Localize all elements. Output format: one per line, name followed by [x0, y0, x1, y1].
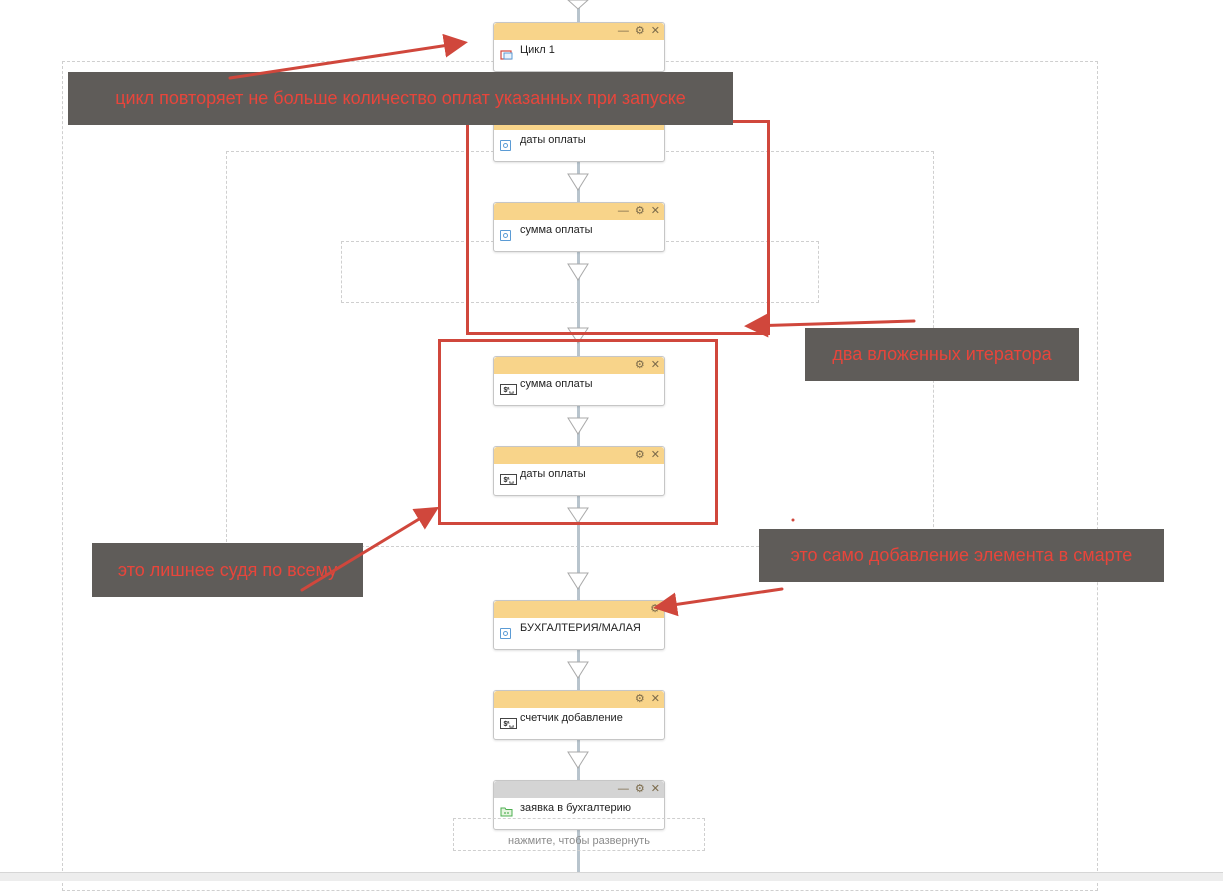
block-title: БУХГАЛТЕРИЯ/МАЛАЯ	[520, 622, 641, 634]
block-request[interactable]: — ⚙ ✕ заявка в бухгалтерию	[493, 780, 665, 830]
block-title: даты оплаты	[520, 134, 586, 146]
gear-icon[interactable]: ⚙	[634, 25, 645, 37]
stray-mark	[791, 518, 795, 522]
action-icon	[500, 628, 511, 639]
block-cycle[interactable]: — ⚙ ✕ Цикл 1	[493, 22, 665, 72]
block-title: сумма оплаты	[520, 224, 593, 236]
block-header: — ⚙ ✕	[494, 203, 664, 220]
flow-arrow	[567, 661, 589, 679]
block-variable-sum[interactable]: ⚙ ✕ $ª␣ сумма оплаты	[493, 356, 665, 406]
block-title: Цикл 1	[520, 44, 555, 56]
gear-icon[interactable]: ⚙	[634, 359, 645, 371]
gear-icon[interactable]: ⚙	[634, 449, 645, 461]
expand-hint[interactable]: нажмите, чтобы развернуть	[453, 818, 705, 851]
close-icon[interactable]: ✕	[650, 783, 660, 795]
flow-arrow	[567, 751, 589, 769]
minimize-icon[interactable]: —	[617, 783, 629, 795]
block-variable-dates[interactable]: ⚙ ✕ $ª␣ даты оплаты	[493, 446, 665, 496]
bottom-scrollbar[interactable]	[0, 872, 1223, 881]
annotation-arrow	[744, 313, 916, 338]
close-icon[interactable]: ✕	[650, 25, 660, 37]
block-header: — ⚙ ✕	[494, 781, 664, 798]
block-title: сумма оплаты	[520, 378, 593, 390]
flow-line	[577, 0, 580, 880]
flow-arrow	[567, 173, 589, 191]
annotation-cycle: цикл повторяет не больше количество опла…	[68, 72, 733, 125]
folder-icon	[500, 806, 513, 820]
minimize-icon[interactable]: —	[617, 205, 629, 217]
flow-arrow	[567, 572, 589, 590]
block-header: ⚙ ✕	[494, 447, 664, 464]
minimize-icon[interactable]: —	[617, 25, 629, 37]
annotation-extra: это лишнее судя по всему	[92, 543, 363, 597]
flow-arrow	[567, 0, 589, 10]
iterator-icon	[500, 230, 511, 241]
annotation-arrow	[653, 587, 784, 617]
block-title: даты оплаты	[520, 468, 586, 480]
annotation-add-element: это само добавление элемента в смарте	[759, 529, 1164, 582]
iterator-icon	[500, 140, 511, 151]
highlight-extra-variables	[438, 339, 718, 525]
block-iterator-sum[interactable]: — ⚙ ✕ сумма оплаты	[493, 202, 665, 252]
gear-icon[interactable]: ⚙	[634, 693, 645, 705]
block-header: — ⚙ ✕	[494, 23, 664, 40]
block-accounting[interactable]: ⚙ БУХГАЛТЕРИЯ/МАЛАЯ	[493, 600, 665, 650]
variable-icon: $ª␣	[500, 718, 517, 729]
variable-icon: $ª␣	[500, 474, 517, 485]
close-icon[interactable]: ✕	[650, 693, 660, 705]
close-icon[interactable]: ✕	[650, 359, 660, 371]
close-icon[interactable]: ✕	[650, 449, 660, 461]
annotation-iterators: два вложенных итератора	[805, 328, 1079, 381]
block-header: ⚙ ✕	[494, 691, 664, 708]
annotation-arrow	[228, 33, 468, 80]
close-icon[interactable]: ✕	[650, 205, 660, 217]
flow-arrow	[567, 263, 589, 281]
block-title: заявка в бухгалтерию	[520, 802, 631, 814]
flow-arrow	[567, 327, 589, 344]
flow-arrow	[567, 507, 589, 524]
loop-icon	[500, 48, 513, 63]
block-header: ⚙ ✕	[494, 357, 664, 374]
block-counter[interactable]: ⚙ ✕ $ª␣ счетчик добавление	[493, 690, 665, 740]
flow-arrow	[567, 417, 589, 435]
block-title: счетчик добавление	[520, 712, 623, 724]
annotation-arrow	[300, 506, 440, 592]
gear-icon[interactable]: ⚙	[634, 205, 645, 217]
variable-icon: $ª␣	[500, 384, 517, 395]
gear-icon[interactable]: ⚙	[634, 783, 645, 795]
